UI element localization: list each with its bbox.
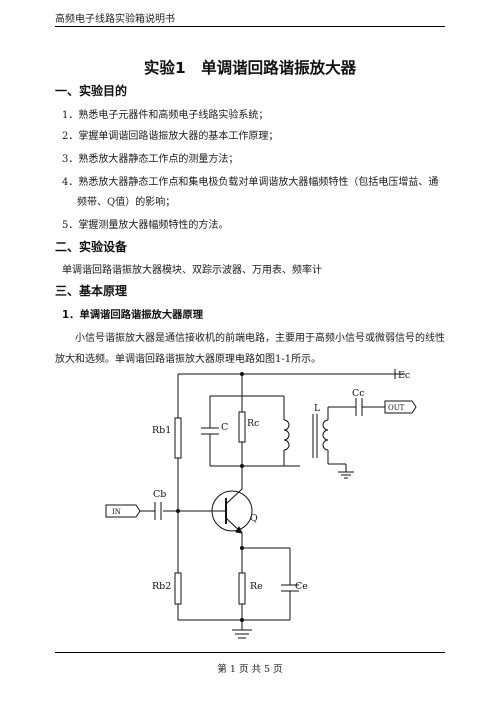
running-header: 高频电子线路实验箱说明书 xyxy=(55,14,175,25)
header-rule xyxy=(55,26,445,27)
footer-rule xyxy=(55,652,445,653)
purpose-item-2: 2．掌握单调谐回路谐振放大器的基本工作原理； xyxy=(62,131,279,142)
equipment-list: 单调谐回路谐振放大器模块、双踪示波器、万用表、频率计 xyxy=(62,265,322,276)
page-footer: 第 1 页 共 5 页 xyxy=(217,664,283,675)
subsection-heading: 1．单调谐回路谐振放大器原理 xyxy=(62,309,204,321)
purpose-item-4: 4．熟悉放大器静态工作点和集电极负载对单调谐放大器幅频特性（包括电压增益、通 xyxy=(62,177,439,188)
label-rc: Rc xyxy=(247,418,259,429)
label-out: OUT xyxy=(388,404,405,412)
purpose-item-3: 3．熟悉放大器静态工作点的测量方法； xyxy=(62,154,239,165)
label-re: Re xyxy=(250,581,263,592)
label-in: IN xyxy=(112,508,121,516)
section-heading-principle: 三、基本原理 xyxy=(55,284,128,298)
label-rb2: Rb2 xyxy=(152,581,171,592)
label-cc: Cc xyxy=(352,388,365,399)
purpose-item-5: 5．掌握测量放大器幅频特性的方法。 xyxy=(62,220,229,231)
principle-paragraph-line1: 小信号谐振放大器是通信接收机的前端电路，主要用于高频小信号或微弱信号的线性 xyxy=(75,333,445,344)
section-heading-equipment: 二、实验设备 xyxy=(55,240,128,254)
label-rb1: Rb1 xyxy=(152,425,171,436)
page-title: 实验1 单调谐回路谐振放大器 xyxy=(143,59,357,77)
purpose-item-4-cont: 频带、Q值）的影响； xyxy=(77,197,176,208)
section-heading-purpose: 一、实验目的 xyxy=(55,84,128,98)
principle-paragraph-line2: 放大和选频。单调谐回路谐振放大器原理电路如图1-1所示。 xyxy=(55,354,322,365)
label-ec: Ec xyxy=(398,370,410,381)
label-c: C xyxy=(221,422,228,433)
label-ce: Ce xyxy=(295,581,308,592)
label-cb: Cb xyxy=(153,489,166,500)
label-q: Q xyxy=(250,513,258,524)
purpose-item-1: 1．熟悉电子元器件和高频电子线路实验系统； xyxy=(62,110,269,121)
label-l: L xyxy=(314,403,321,414)
